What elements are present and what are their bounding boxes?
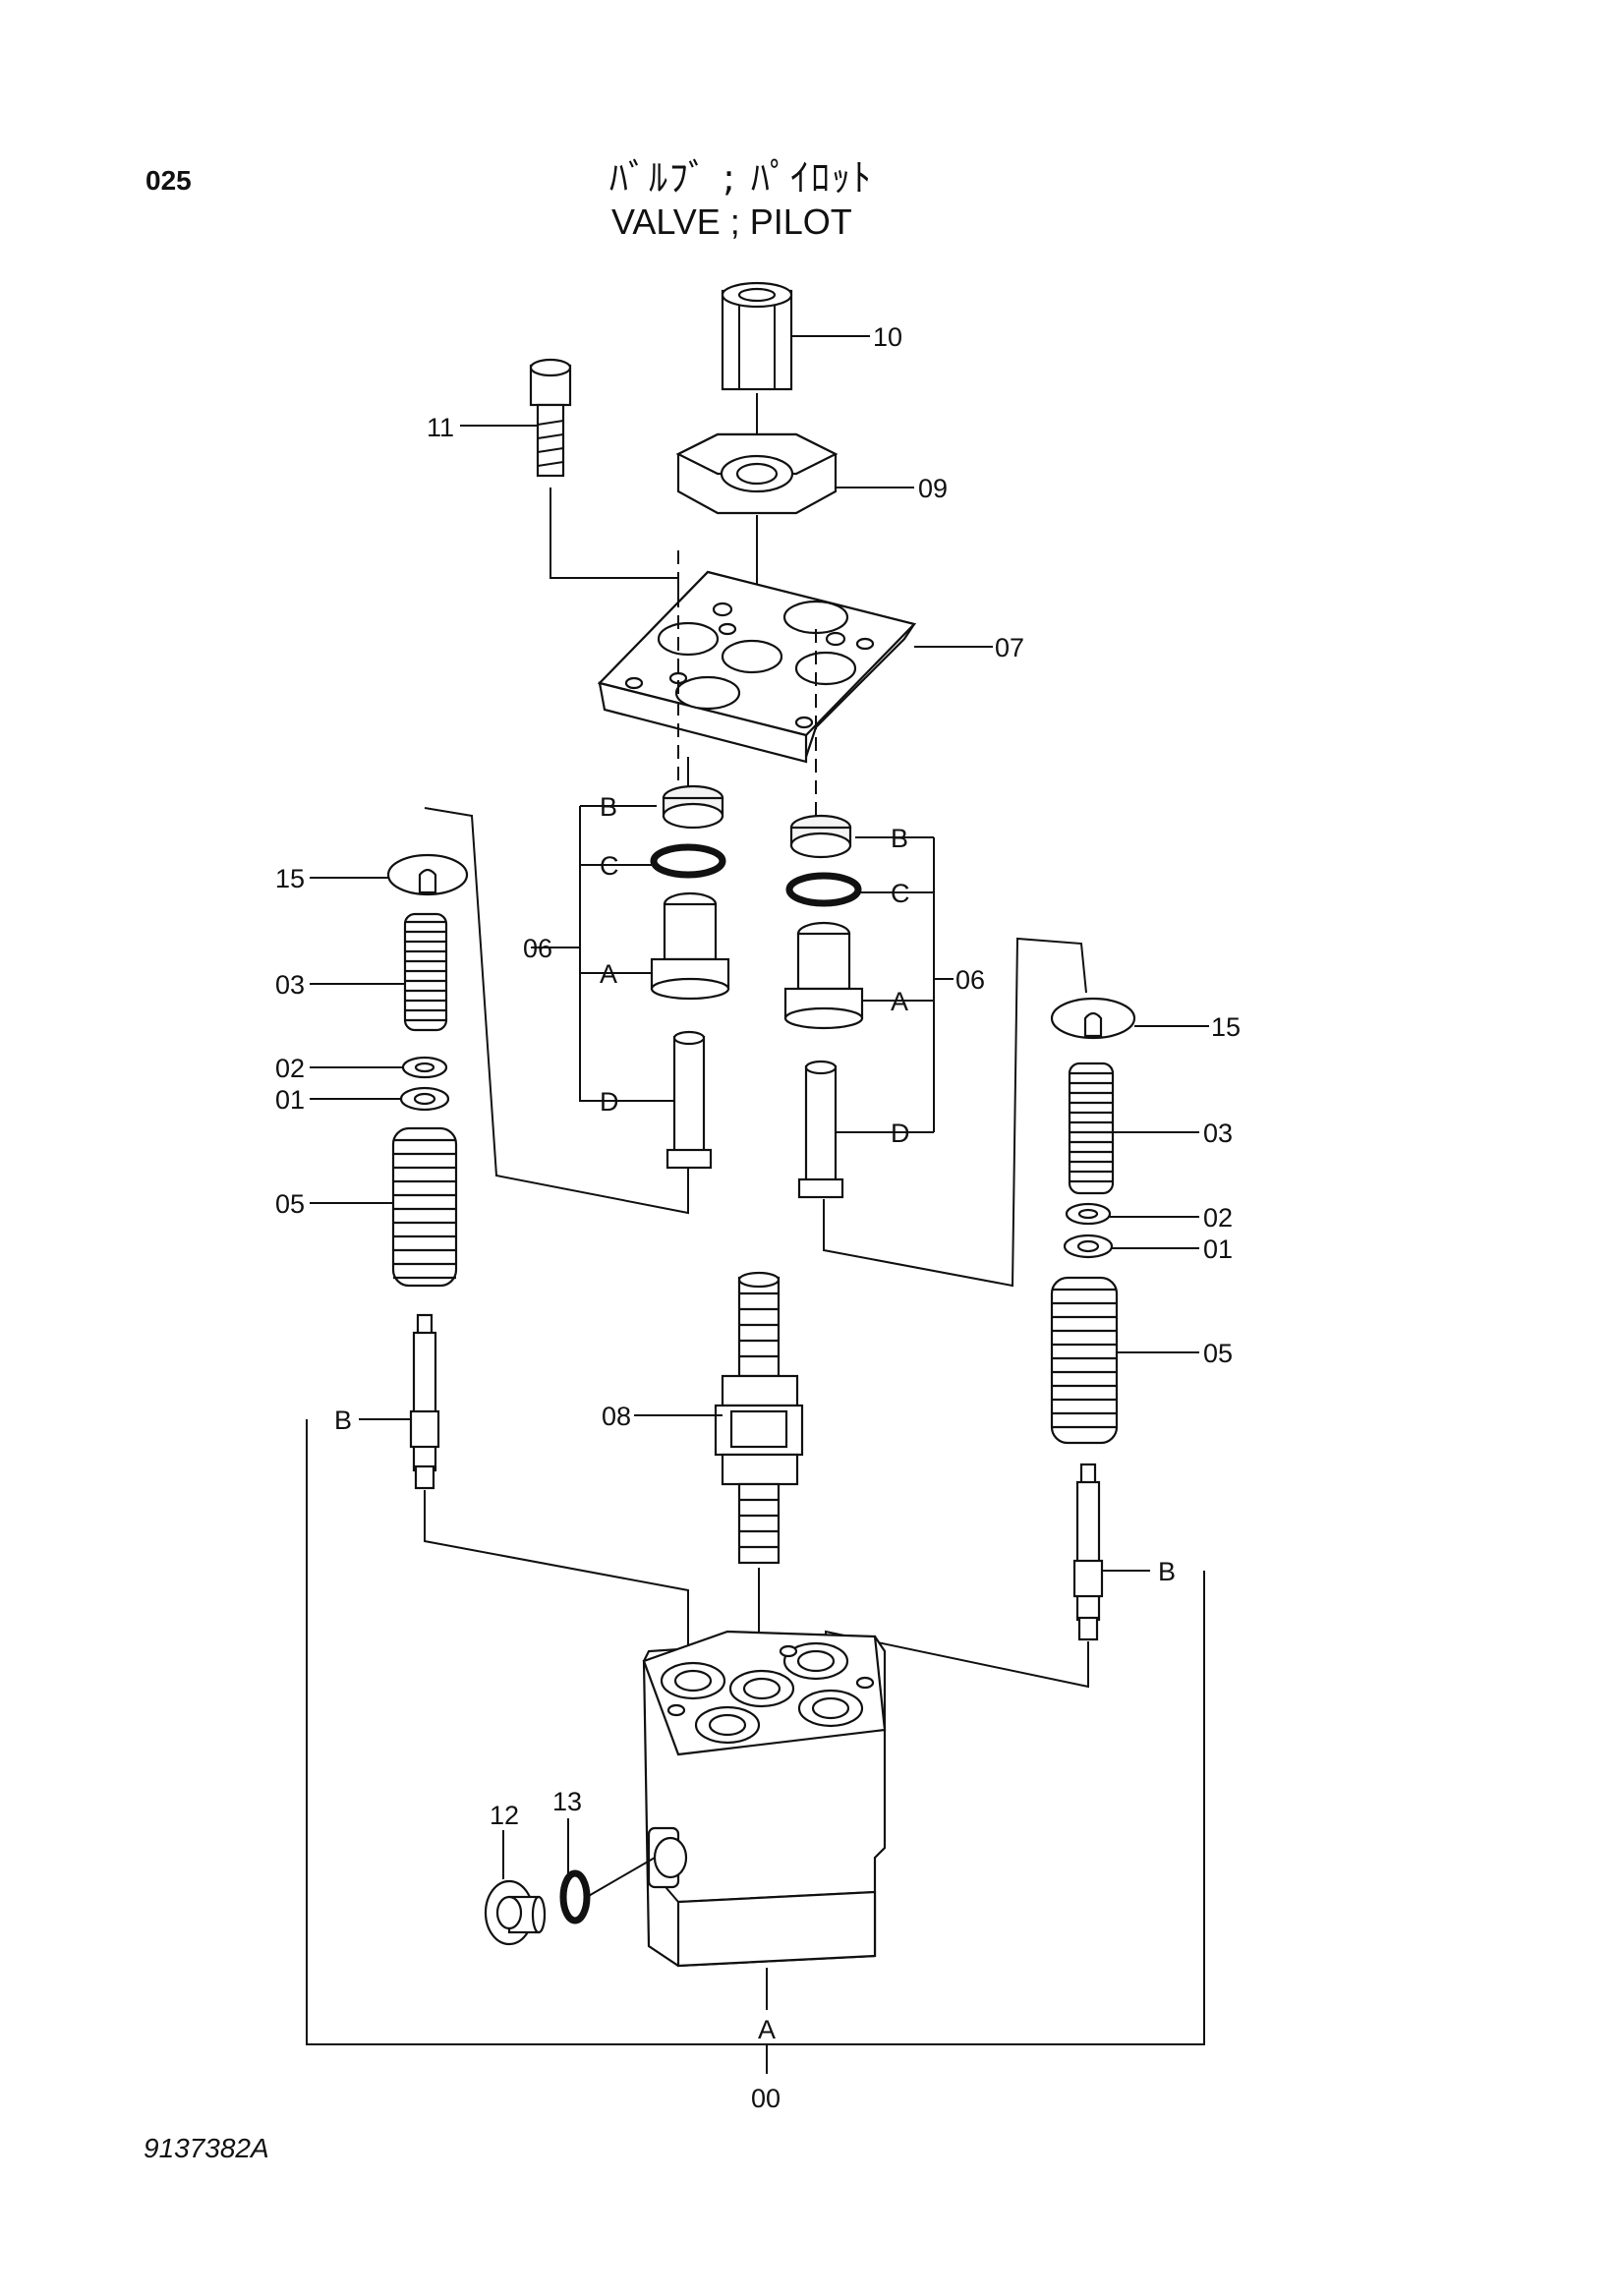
label-right-B: B: [891, 824, 908, 853]
label-left-D: D: [600, 1087, 619, 1117]
part-13-o-ring: [559, 1818, 591, 1924]
callout-06-right: 06: [955, 965, 985, 995]
label-right-D: D: [891, 1119, 910, 1148]
callout-03-left: 03: [275, 970, 305, 1000]
callout-06-left: 06: [523, 934, 552, 963]
callout-08: 08: [602, 1402, 631, 1431]
part-03-right-spring: [1068, 1062, 1199, 1195]
part-02-right-washer: [1065, 1202, 1199, 1226]
part-01-right-washer: [1063, 1234, 1199, 1259]
part-10-coupling: [721, 281, 870, 391]
part-06-right-stack: [783, 814, 864, 1199]
label-pin-right-B: B: [1158, 1557, 1176, 1586]
part-00-valve-body: [642, 1630, 887, 1968]
callout-00: 00: [751, 2084, 781, 2113]
part-03-left-spring: [310, 912, 448, 1032]
callout-12: 12: [490, 1801, 519, 1830]
callout-07: 07: [995, 633, 1024, 662]
label-left-C: C: [600, 851, 619, 881]
callout-11: 11: [427, 413, 454, 442]
label-pin-left-B: B: [334, 1406, 352, 1435]
part-06-left-stack: [650, 757, 730, 1170]
label-body-A: A: [758, 2015, 776, 2044]
callout-02-right: 02: [1203, 1203, 1233, 1233]
label-left-A: A: [600, 959, 617, 989]
callout-10: 10: [873, 322, 902, 352]
label-left-B: B: [600, 792, 617, 822]
title-japanese: ﾊﾞﾙﾌﾞ ; ﾊﾟｲﾛｯﾄ: [609, 156, 873, 200]
label-right-C: C: [891, 879, 910, 908]
part-05-right-spring: [1050, 1276, 1199, 1445]
callout-02-left: 02: [275, 1054, 305, 1083]
callout-01-right: 01: [1203, 1234, 1233, 1264]
page-number: 025: [145, 165, 192, 196]
right-plunger-pin: [1072, 1463, 1150, 1641]
callout-09: 09: [918, 474, 948, 503]
part-05-left-spring: [310, 1126, 458, 1288]
part-07-cover-plate: [597, 570, 993, 764]
part-12-plug: [484, 1830, 547, 1946]
callout-05-right: 05: [1203, 1339, 1233, 1368]
part-08-push-rod: [634, 1271, 804, 1565]
part-02-left-washer: [310, 1056, 448, 1079]
part-09-hex-flange: [675, 432, 914, 515]
part-01-left-washer: [310, 1086, 450, 1112]
left-plunger-pin: [359, 1313, 440, 1490]
callout-15-right: 15: [1211, 1012, 1241, 1042]
callout-03-right: 03: [1203, 1119, 1233, 1148]
document-number: 9137382A: [144, 2133, 269, 2163]
title-english: VALVE ; PILOT: [611, 201, 852, 242]
part-15-left-collar: [310, 853, 469, 896]
callout-13: 13: [552, 1787, 582, 1816]
part-11-bolt: [460, 358, 572, 478]
part-15-right-collar: [1050, 997, 1209, 1040]
label-right-A: A: [891, 987, 908, 1016]
callout-05-left: 05: [275, 1189, 305, 1219]
callout-15-left: 15: [275, 864, 305, 893]
callout-01-left: 01: [275, 1085, 305, 1115]
